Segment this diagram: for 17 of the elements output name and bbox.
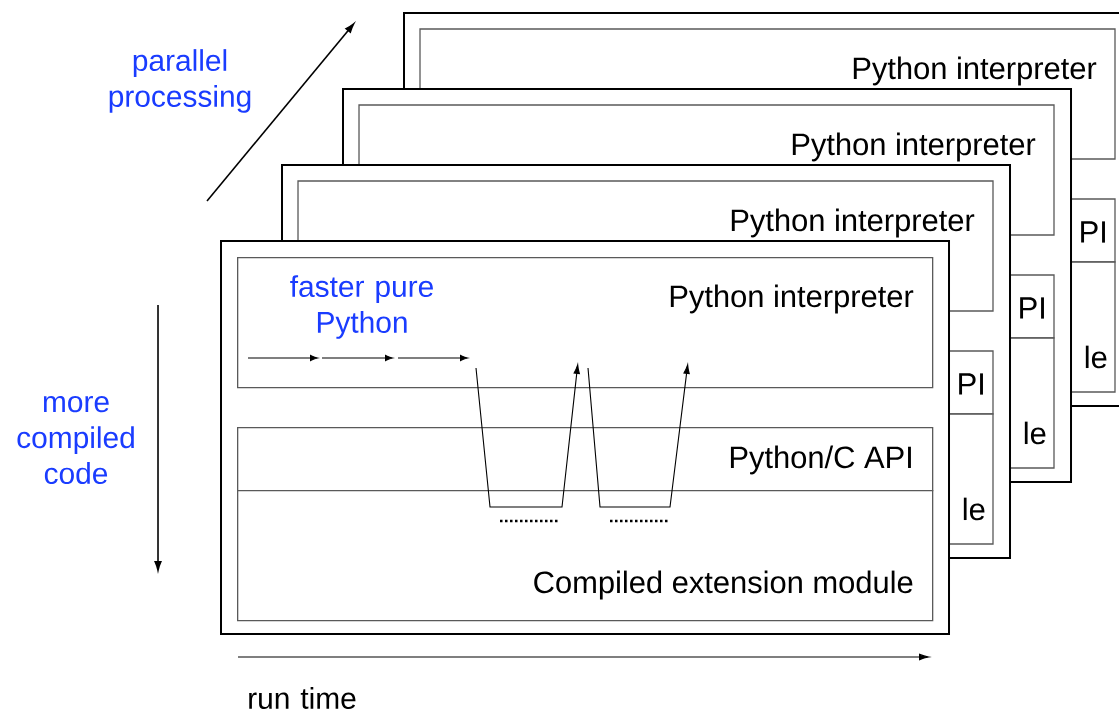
module-box: le [947,413,994,545]
api-box: Python/C API [237,427,934,492]
note-text: parallel processing [109,49,251,113]
node-label: le [1085,345,1107,369]
note-text: more compiled code [17,395,134,485]
api-box: PI [1008,274,1055,339]
interpreter-box: Python interpreter [297,180,994,241]
note-text: run time [249,687,356,709]
module-box: le [1069,261,1116,393]
api-box: PI [1069,198,1116,263]
api-box: PI [947,350,994,415]
node-label: le [963,497,985,521]
interpreter-box: Python interpreter [419,28,1116,89]
node-label: le [1024,421,1046,445]
interpreter-box: Python interpreter [358,104,1055,165]
note-text: faster pure Python [290,275,433,339]
module-box: le [1008,337,1055,469]
